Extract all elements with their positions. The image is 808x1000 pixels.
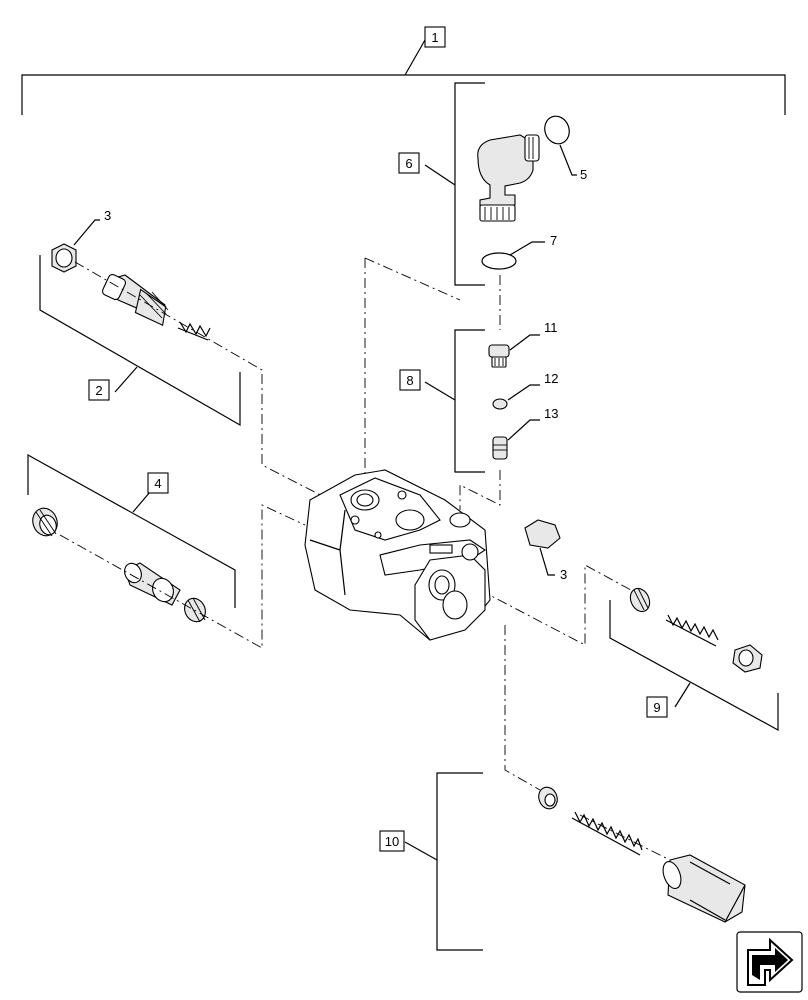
elbow-fitting bbox=[477, 134, 540, 222]
callout-label-9: 9 bbox=[653, 700, 660, 715]
plug-4 bbox=[32, 507, 58, 537]
bracket-group-8 bbox=[424, 329, 485, 473]
plug-11: 11 bbox=[488, 320, 558, 368]
callout-box-10: 10 bbox=[379, 830, 405, 852]
callout-box-6: 6 bbox=[398, 152, 420, 174]
callout-label-6: 6 bbox=[405, 156, 412, 171]
bracket-group-4 bbox=[27, 453, 236, 608]
leader-label-7: 7 bbox=[550, 233, 557, 248]
spring-10 bbox=[571, 811, 643, 856]
bracket-group-10 bbox=[404, 772, 483, 951]
ball-12: 12 bbox=[492, 371, 558, 410]
bracket-group-2 bbox=[39, 255, 241, 427]
spring-group-9 bbox=[629, 587, 763, 673]
callout-label-4: 4 bbox=[154, 476, 161, 491]
valve-13: 13 bbox=[492, 406, 558, 460]
arrow-next-page-icon[interactable] bbox=[736, 931, 803, 993]
leader-label-5: 5 bbox=[580, 167, 587, 182]
callout-label-2: 2 bbox=[95, 383, 102, 398]
spool-group-2 bbox=[101, 273, 169, 327]
callout-box-2: 2 bbox=[88, 379, 110, 401]
bracket-group-6 bbox=[424, 82, 485, 286]
spool-group-4 bbox=[124, 562, 206, 623]
leader-label-13: 13 bbox=[544, 406, 558, 421]
callout-label-8: 8 bbox=[406, 373, 413, 388]
bracket-group-9 bbox=[609, 600, 779, 732]
o-ring-7: 7 bbox=[481, 233, 557, 270]
bracket-assembly-1 bbox=[21, 39, 786, 115]
callout-box-4: 4 bbox=[147, 472, 169, 494]
leader-label-3-left: 3 bbox=[104, 208, 111, 223]
plug-3-right: 3 bbox=[524, 519, 567, 582]
leader-label-11: 11 bbox=[544, 320, 558, 335]
o-ring-5: 5 bbox=[544, 115, 587, 182]
leader-label-12: 12 bbox=[544, 371, 558, 386]
callout-box-8: 8 bbox=[399, 369, 421, 391]
spring-2 bbox=[177, 321, 211, 341]
center-lines bbox=[59, 257, 681, 866]
callout-label-1: 1 bbox=[431, 30, 438, 45]
plug-3-left: 3 bbox=[51, 208, 111, 273]
leader-label-3-right: 3 bbox=[560, 567, 567, 582]
callout-label-10: 10 bbox=[385, 834, 399, 849]
washer-10 bbox=[538, 786, 558, 810]
cap-nut-10 bbox=[662, 854, 746, 923]
valve-body bbox=[304, 469, 491, 641]
callout-box-9: 9 bbox=[646, 696, 668, 718]
callout-box-1: 1 bbox=[424, 26, 446, 48]
